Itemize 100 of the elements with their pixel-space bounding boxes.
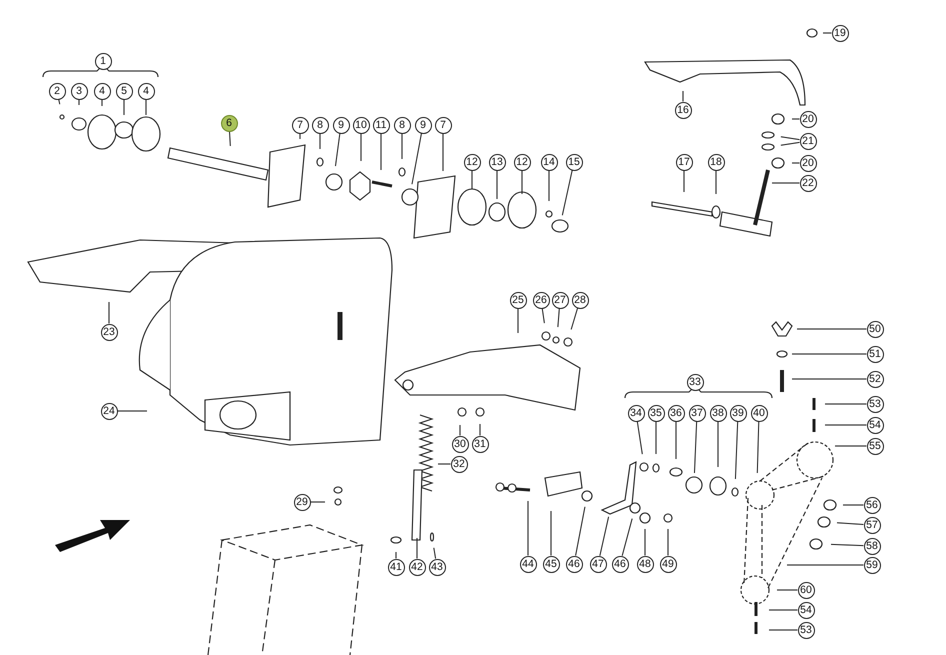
- callout-number: 11: [372, 116, 390, 134]
- callout-number: 37: [688, 404, 706, 422]
- callout-number: 23: [100, 324, 118, 340]
- callout-number: 49: [660, 556, 676, 572]
- callout-number: 58: [864, 538, 880, 554]
- callout-number: 54: [798, 602, 814, 618]
- callout-number: 30: [452, 436, 468, 452]
- callout-number: 29: [294, 494, 310, 510]
- callout-number: 46: [612, 556, 628, 572]
- leader-line: [575, 506, 586, 556]
- leader-line: [412, 132, 422, 185]
- callout-number: 15: [566, 154, 582, 170]
- leader-line: [780, 136, 800, 140]
- callout-number: 21: [800, 132, 816, 150]
- callout-number: 7: [292, 116, 308, 134]
- callout-number: 55: [866, 438, 884, 454]
- callout-number: 14: [540, 154, 558, 170]
- callout-number: 43: [428, 558, 446, 576]
- leader-line: [562, 170, 573, 216]
- leader-line: [734, 421, 738, 480]
- callout-number: 38: [710, 404, 726, 422]
- callout-number: 47: [590, 556, 606, 572]
- callout-number: 9: [414, 116, 432, 134]
- callout-number: 22: [800, 174, 816, 192]
- leader-line: [380, 133, 382, 170]
- callout-number: 6: [220, 114, 238, 132]
- leader-line: [792, 118, 800, 120]
- callout-number: 4: [138, 82, 154, 100]
- callout-number: 41: [388, 558, 404, 576]
- leader-line: [792, 378, 867, 380]
- leader-line: [117, 410, 148, 412]
- callout-number: 2: [48, 82, 66, 100]
- leader-line: [792, 162, 800, 164]
- callout-number: 9: [332, 116, 350, 134]
- leader-line: [756, 421, 760, 474]
- callout-number: 53: [798, 622, 814, 638]
- leader-line: [78, 99, 80, 106]
- callout-number: 10: [352, 116, 370, 134]
- callout-number: 25: [510, 292, 526, 308]
- leader-line: [557, 308, 560, 328]
- callout-number: 8: [312, 116, 328, 134]
- leader-line: [550, 510, 552, 556]
- leader-line: [229, 130, 231, 147]
- callout-number: 26: [532, 292, 550, 308]
- callout-number: 13: [488, 154, 506, 170]
- callout-number: 4: [94, 82, 110, 100]
- callout-number: 1: [94, 52, 112, 70]
- callout-number: 59: [864, 556, 880, 574]
- callout-number: 39: [730, 404, 746, 422]
- callout-number: 27: [552, 292, 568, 308]
- callout-number: 50: [866, 320, 884, 338]
- callout-number: 8: [394, 116, 410, 134]
- leader-line: [548, 170, 550, 202]
- callout-number: 18: [708, 154, 724, 170]
- callout-number: 44: [520, 556, 536, 572]
- leader-line: [622, 518, 633, 556]
- callout-number: 16: [674, 102, 692, 118]
- leader-line: [599, 516, 610, 556]
- callout-number: 35: [648, 404, 664, 422]
- leader-line: [836, 522, 864, 525]
- callout-number: 42: [408, 558, 426, 576]
- callout-number: 57: [864, 516, 880, 534]
- leader-line: [780, 142, 800, 146]
- leader-line: [108, 302, 110, 324]
- leader-line: [682, 90, 684, 102]
- callout-number: 34: [628, 404, 644, 422]
- callout-number: 48: [636, 556, 654, 572]
- callout-number: 12: [464, 154, 480, 170]
- leader-line: [786, 564, 864, 566]
- leader-line: [570, 308, 578, 330]
- callout-number: 45: [542, 556, 560, 572]
- leader-line: [360, 133, 362, 162]
- callout-number: 3: [70, 82, 88, 100]
- leader-line: [842, 504, 864, 506]
- callout-number: 12: [514, 154, 530, 170]
- callout-number: 33: [686, 374, 704, 390]
- callout-number: 40: [750, 404, 768, 422]
- callout-number: 20: [800, 110, 816, 128]
- leader-line: [542, 308, 545, 324]
- leader-line: [830, 544, 864, 546]
- callout-number: 56: [864, 496, 880, 514]
- leader-line: [442, 133, 444, 172]
- leader-line: [824, 424, 867, 426]
- leader-line: [416, 538, 418, 559]
- callout-number: 54: [866, 416, 884, 434]
- callout-number: 46: [566, 556, 582, 572]
- callout-number: 52: [866, 370, 884, 388]
- callout-number: 51: [866, 346, 884, 362]
- leader-line: [636, 420, 643, 455]
- callout-number: 24: [100, 402, 118, 420]
- leader-line: [796, 328, 867, 330]
- leader-line: [644, 528, 646, 556]
- callout-number: 53: [866, 396, 884, 412]
- leader-line: [496, 170, 498, 200]
- callout-number: 60: [798, 582, 814, 598]
- callout-number: 28: [572, 292, 588, 308]
- callout-number: 31: [472, 436, 488, 452]
- leader-line: [772, 182, 800, 184]
- callout-number: 32: [450, 456, 468, 472]
- callout-number: 7: [434, 116, 452, 134]
